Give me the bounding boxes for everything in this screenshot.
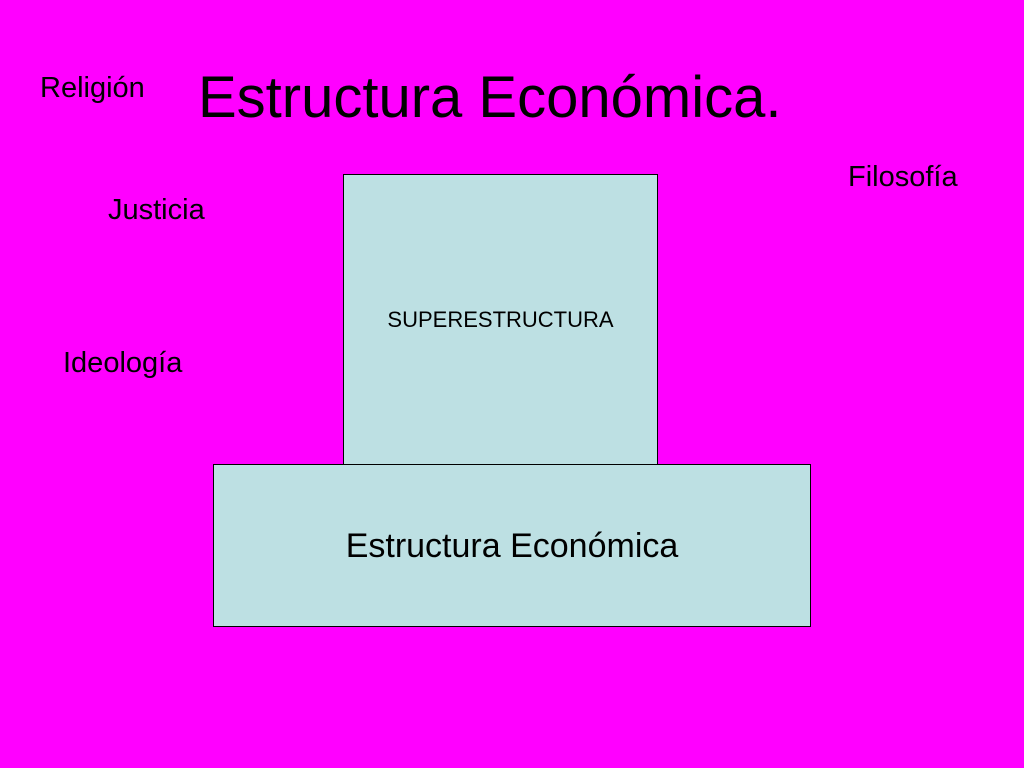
label-filosofia: Filosofía [848, 161, 958, 193]
economic-structure-label: Estructura Económica [345, 526, 679, 565]
superstructure-box: SUPERESTRUCTURA [343, 174, 658, 466]
label-justicia: Justicia [108, 194, 205, 226]
label-ideologia: Ideología [63, 347, 183, 379]
slide-title: Estructura Económica. [198, 65, 782, 130]
economic-structure-box: Estructura Económica [213, 464, 811, 627]
label-religion: Religión [40, 72, 145, 104]
superstructure-label: SUPERESTRUCTURA [387, 307, 614, 332]
